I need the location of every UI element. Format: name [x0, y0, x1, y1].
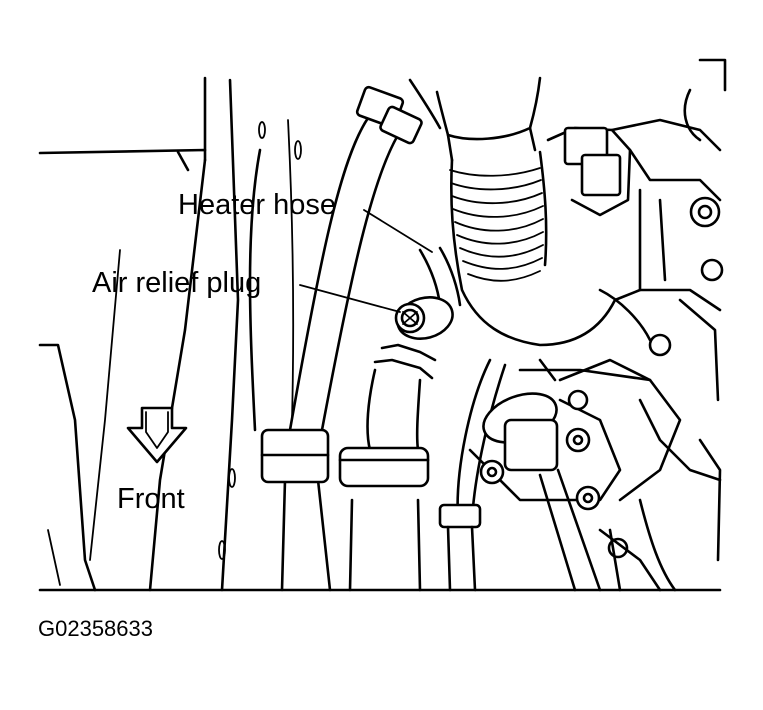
air-relief-plug-label: Air relief plug	[92, 267, 261, 299]
heater-hose-leader-line	[363, 209, 433, 253]
heater-hose	[338, 246, 462, 592]
left-coolant-tube	[260, 78, 442, 592]
left-body-panel	[38, 76, 302, 592]
air-relief-plug-leader-line	[299, 284, 401, 313]
right-bracket-assembly	[546, 58, 727, 402]
heater-hose-label: Heater hose	[178, 189, 336, 221]
front-direction-arrow-icon	[126, 406, 188, 464]
front-label: Front	[117, 483, 185, 515]
figure-code: G02358633	[38, 616, 153, 641]
lower-mount-assembly	[438, 358, 722, 592]
corrugated-intake-hose	[435, 76, 617, 347]
